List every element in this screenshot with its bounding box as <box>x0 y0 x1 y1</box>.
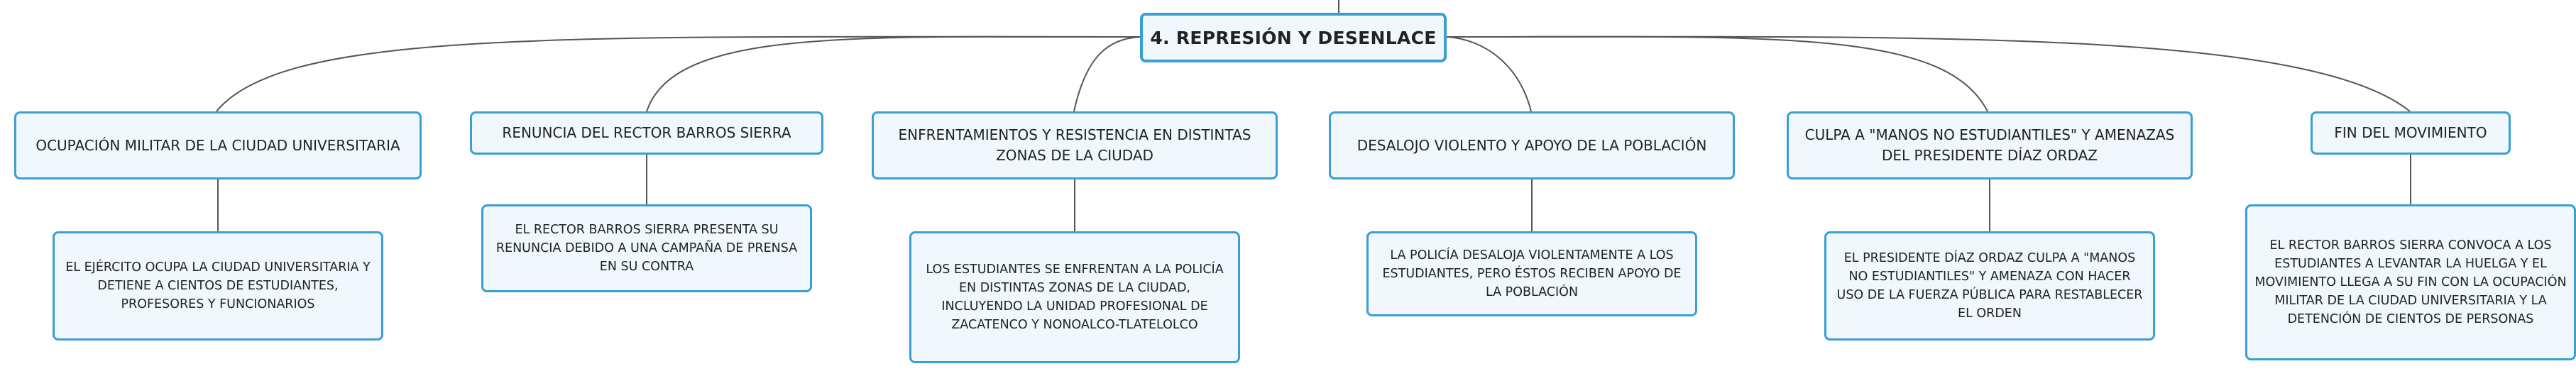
detail-node-clashes-resistance[interactable]: LOS ESTUDIANTES SE ENFRENTAN A LA POLICÍ… <box>909 231 1240 363</box>
detail-node-diaz-ordaz-threats[interactable]: EL PRESIDENTE DÍAZ ORDAZ CULPA A "MANOS … <box>1824 231 2155 341</box>
branch-node-rector-resignation[interactable]: RENUNCIA DEL RECTOR BARROS SIERRA <box>470 111 823 155</box>
branch-node-clashes-resistance[interactable]: ENFRENTAMIENTOS Y RESISTENCIA EN DISTINT… <box>872 111 1278 179</box>
branch-node-violent-eviction[interactable]: DESALOJO VIOLENTO Y APOYO DE LA POBLACIÓ… <box>1329 111 1735 179</box>
detail-node-end-of-movement[interactable]: EL RECTOR BARROS SIERRA CONVOCA A LOS ES… <box>2245 204 2576 360</box>
connector-root-branch-2 <box>646 35 1141 112</box>
detail-node-rector-resignation[interactable]: EL RECTOR BARROS SIERRA PRESENTA SU RENU… <box>481 204 812 292</box>
detail-node-military-occupation[interactable]: EL EJÉRCITO OCUPA LA CIUDAD UNIVERSITARI… <box>53 231 383 341</box>
connector-root-branch-1 <box>216 35 1141 112</box>
detail-node-violent-eviction[interactable]: LA POLICÍA DESALOJA VIOLENTAMENTE A LOS … <box>1366 231 1697 316</box>
connector-root-branch-4 <box>1446 36 1532 112</box>
branch-node-end-of-movement[interactable]: FIN DEL MOVIMIENTO <box>2311 111 2511 155</box>
branch-node-military-occupation[interactable]: OCUPACIÓN MILITAR DE LA CIUDAD UNIVERSIT… <box>14 111 422 179</box>
connector-root-branch-3 <box>1073 36 1141 112</box>
connector-root-branch-6 <box>1446 35 2411 112</box>
root-node[interactable]: 4. REPRESIÓN Y DESENLACE <box>1140 13 1447 62</box>
branch-node-diaz-ordaz-threats[interactable]: CULPA A "MANOS NO ESTUDIANTILES" Y AMENA… <box>1787 111 2193 179</box>
